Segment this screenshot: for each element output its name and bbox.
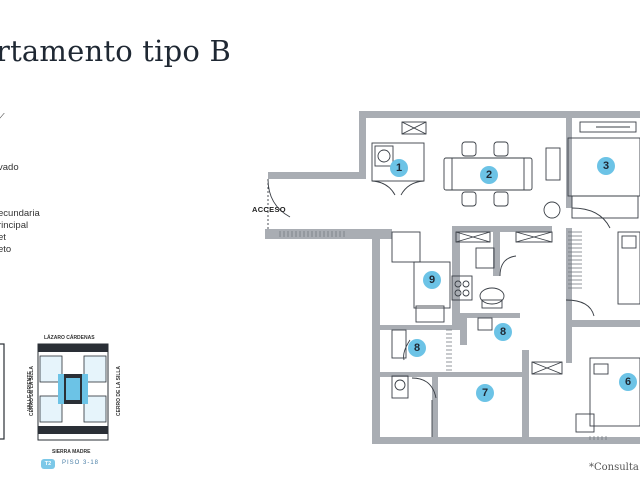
wall-structure	[265, 111, 640, 444]
building-key-map: LÁZARO CÁRDENAS SIERRA MADRE CERRO DE LA…	[0, 330, 130, 480]
legend-item: eto	[0, 244, 12, 255]
entrance-label: ACCESO	[252, 205, 286, 214]
legend-mark: ⟋	[0, 112, 5, 123]
legend-item: vado	[0, 162, 19, 173]
page-title: rtamento tipo B	[0, 34, 231, 68]
room-badge-8b: 8	[494, 323, 512, 341]
street-bottom-label: SIERRA MADRE	[52, 449, 91, 455]
room-badge-7: 7	[476, 384, 494, 402]
svg-text:2: 2	[486, 169, 492, 181]
legend-item: ecundaria	[0, 208, 40, 219]
svg-text:8: 8	[414, 342, 420, 354]
room-badge-1: 1	[390, 159, 408, 177]
svg-text:9: 9	[429, 274, 435, 286]
room-badge-6: 6	[619, 373, 637, 391]
room-badge-3: 3	[597, 157, 615, 175]
furniture	[267, 121, 640, 437]
svg-text:1: 1	[396, 162, 402, 174]
wall-hatch	[279, 231, 607, 440]
footer-note: *Consulta	[589, 462, 639, 473]
room-badge-8a: 8	[408, 339, 426, 357]
room-badge-9: 9	[423, 271, 441, 289]
legend-item: et	[0, 232, 6, 243]
street-top-label: LÁZARO CÁRDENAS	[44, 335, 95, 341]
room-badge-2: 2	[480, 166, 498, 184]
svg-text:7: 7	[482, 387, 488, 399]
floor-badge: T2	[41, 459, 55, 469]
key-map-drawing	[0, 343, 109, 441]
svg-text:6: 6	[625, 376, 631, 388]
room-legend: ⟋ vado ecundaria rincipal et eto	[0, 0, 70, 300]
legend-item: rincipal	[0, 220, 29, 231]
svg-text:3: 3	[603, 160, 609, 172]
floor-range-label: PISO 3-18	[62, 460, 100, 466]
svg-text:8: 8	[500, 326, 506, 338]
